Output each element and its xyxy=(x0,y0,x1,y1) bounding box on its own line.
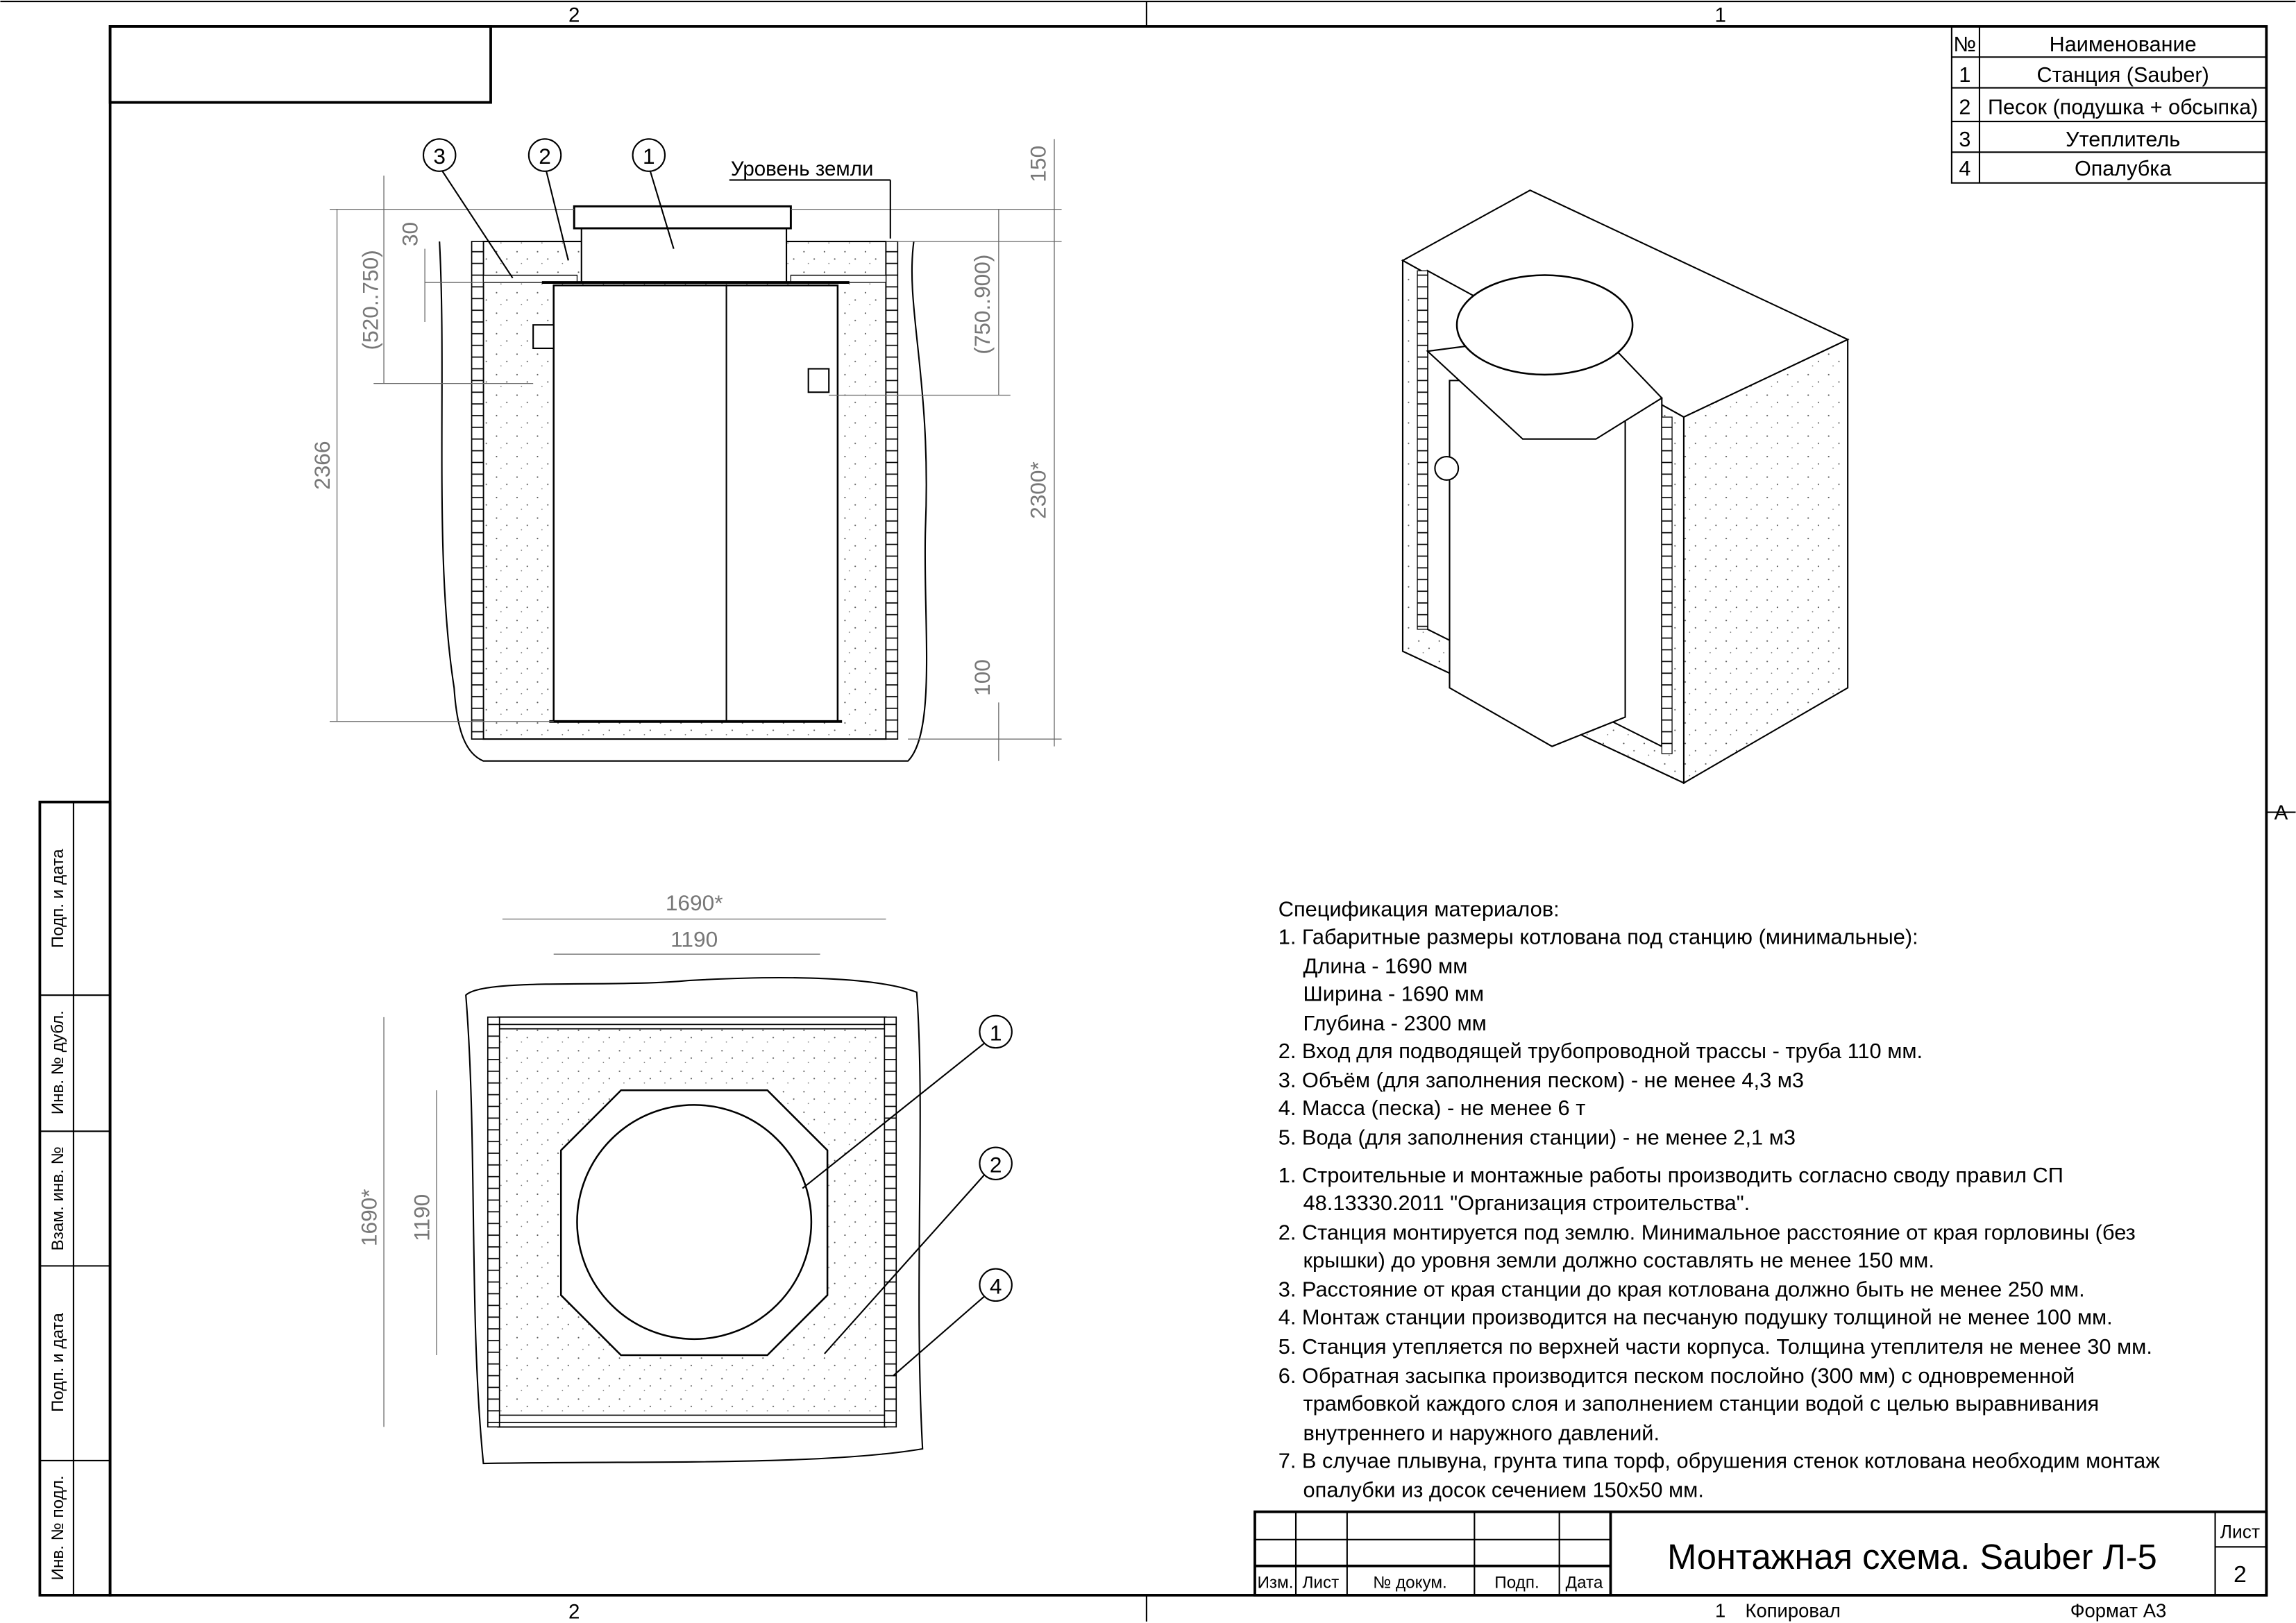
ground-level-label: Уровень земли xyxy=(731,158,874,180)
col-podp: Подп. xyxy=(1494,1573,1539,1592)
svg-text:3: 3 xyxy=(1959,128,1970,151)
spec-line: 3. Объём (для заполнения песком) - не ме… xyxy=(1278,1068,1804,1092)
notes: 1. Строительные и монтажные работы произ… xyxy=(1278,1163,2161,1502)
note-line: 7. В случае плывуна, грунта типа торф, о… xyxy=(1278,1448,2161,1472)
note-line: 1. Строительные и монтажные работы произ… xyxy=(1278,1163,2063,1187)
plan-callout-4: 4 xyxy=(990,1273,1002,1298)
table-row: 3 Утеплитель xyxy=(1959,128,2180,151)
spec-line: 5. Вода (для заполнения станции) - не ме… xyxy=(1278,1125,1796,1149)
svg-text:Утеплитель: Утеплитель xyxy=(2066,128,2180,151)
note-line: внутреннего и наружного давлений. xyxy=(1303,1420,1660,1445)
svg-text:Опалубка: Опалубка xyxy=(2075,157,2171,180)
dim-inlet-depth: (520..750) xyxy=(358,250,383,350)
zone-bottom-2: 2 xyxy=(568,1601,580,1623)
spec-line: Ширина - 1690 мм xyxy=(1303,982,1485,1006)
copied-label: Копировал xyxy=(1746,1600,1841,1622)
zone-top-1: 1 xyxy=(1714,4,1725,27)
dim-total-height: 2366 xyxy=(310,441,335,490)
callout-1: 1 xyxy=(643,144,655,169)
drawing-title: Монтажная схема. Sauber Л-5 xyxy=(1667,1537,2157,1577)
table-header-name: Наименование xyxy=(2050,33,2197,56)
table-header-no: № xyxy=(1953,33,1976,56)
top-left-stamp xyxy=(108,25,492,104)
dim-cushion: 100 xyxy=(970,659,995,696)
col-list: Лист xyxy=(1303,1573,1340,1592)
col-doc-no: № докум. xyxy=(1373,1573,1447,1592)
dim-neck-above: 150 xyxy=(1025,146,1050,182)
table-row: 1 Станция (Sauber) xyxy=(1959,63,2209,87)
spec-line: Глубина - 2300 мм xyxy=(1303,1011,1487,1035)
dim-insulation: 30 xyxy=(398,222,423,246)
note-line: 2. Станция монтируется под землю. Минима… xyxy=(1278,1220,2136,1244)
plan-callout-2: 2 xyxy=(990,1152,1002,1177)
spec-title: Спецификация материалов: xyxy=(1278,897,1560,921)
note-line: 4. Монтаж станции производится на песчан… xyxy=(1278,1305,2113,1329)
title-block: Изм. Лист № докум. Подп. Дата Монтажная … xyxy=(1253,1510,2268,1622)
stamp-vzam-inv: Взам. инв. № xyxy=(49,1146,67,1250)
spec-line: 1. Габаритные размеры котлована под стан… xyxy=(1278,924,1918,949)
svg-text:2: 2 xyxy=(1959,96,1970,119)
sheet-label: Лист xyxy=(2220,1522,2260,1543)
dim-body-length: 1190 xyxy=(409,1194,434,1241)
svg-text:Песок (подушка + обсыпка): Песок (подушка + обсыпка) xyxy=(1988,96,2258,119)
specification: Спецификация материалов: 1. Габаритные р… xyxy=(1278,897,1923,1149)
station-neck xyxy=(580,226,788,284)
parts-table: № Наименование 1 Станция (Sauber) 2 Песо… xyxy=(1950,25,2268,184)
side-stamp: Инв. № подл. Подп. и дата Взам. инв. № И… xyxy=(38,800,112,1597)
stamp-inv-podl: Инв. № подл. xyxy=(49,1475,67,1580)
zone-top-2: 2 xyxy=(568,4,580,27)
col-izm: Изм. xyxy=(1258,1573,1294,1592)
dim-body-width: 1190 xyxy=(670,927,718,952)
stamp-inv-dubl: Инв. № дубл. xyxy=(49,1010,67,1114)
station-circle xyxy=(576,1104,813,1341)
table-row: 4 Опалубка xyxy=(1959,157,2171,180)
format-label: Формат А3 xyxy=(2070,1600,2167,1622)
dim-pit-width: 1690* xyxy=(666,890,723,915)
note-line: 5. Станция утепляется по верхней части к… xyxy=(1278,1334,2152,1359)
note-line: 6. Обратная засыпка производится песком … xyxy=(1278,1363,2075,1388)
note-line: 3. Расстояние от края станции до края ко… xyxy=(1278,1277,2085,1302)
station-body xyxy=(552,284,839,723)
svg-text:1: 1 xyxy=(1959,63,1970,87)
plan-view: 1690* 1190 1690* 1190 1 2 4 xyxy=(357,890,1013,1465)
dim-pit-depth: 2300* xyxy=(1025,461,1050,519)
callout-3: 3 xyxy=(433,144,446,169)
plan-callout-1: 1 xyxy=(990,1021,1002,1046)
note-line: крышки) до уровня земли должно составлят… xyxy=(1303,1248,1934,1272)
note-line: опалубки из досок сечением 150х50 мм. xyxy=(1303,1478,1704,1502)
spec-line: Длина - 1690 мм xyxy=(1303,954,1468,978)
zone-right-a: A xyxy=(2274,801,2288,824)
stamp-podp-data-2: Подп. и дата xyxy=(49,849,67,948)
station-lid xyxy=(573,205,792,230)
copied-mark: 1 xyxy=(1715,1600,1725,1622)
section-view: 2366 (520..750) 30 150 (750..900) 2300* … xyxy=(310,138,1062,762)
spec-line: 4. Масса (песка) - не менее 6 т xyxy=(1278,1096,1586,1120)
note-line: трамбовкой каждого слоя и заполнением ст… xyxy=(1303,1391,2100,1416)
col-data: Дата xyxy=(1566,1573,1603,1592)
svg-text:4: 4 xyxy=(1959,157,1970,180)
svg-text:Станция (Sauber): Станция (Sauber) xyxy=(2037,63,2209,87)
callout-2: 2 xyxy=(539,144,551,169)
dim-pit-length: 1690* xyxy=(357,1189,382,1246)
note-line: 48.13330.2011 "Организация строительства… xyxy=(1303,1191,1750,1215)
stamp-podp-data-1: Подп. и дата xyxy=(49,1313,67,1412)
sheet-number: 2 xyxy=(2234,1561,2247,1588)
dim-outlet-depth: (750..900) xyxy=(970,255,995,355)
spec-line: 2. Вход для подводящей трубопроводной тр… xyxy=(1278,1039,1923,1063)
isometric-view xyxy=(1401,189,1850,785)
table-row: 2 Песок (подушка + обсыпка) xyxy=(1959,96,2258,119)
